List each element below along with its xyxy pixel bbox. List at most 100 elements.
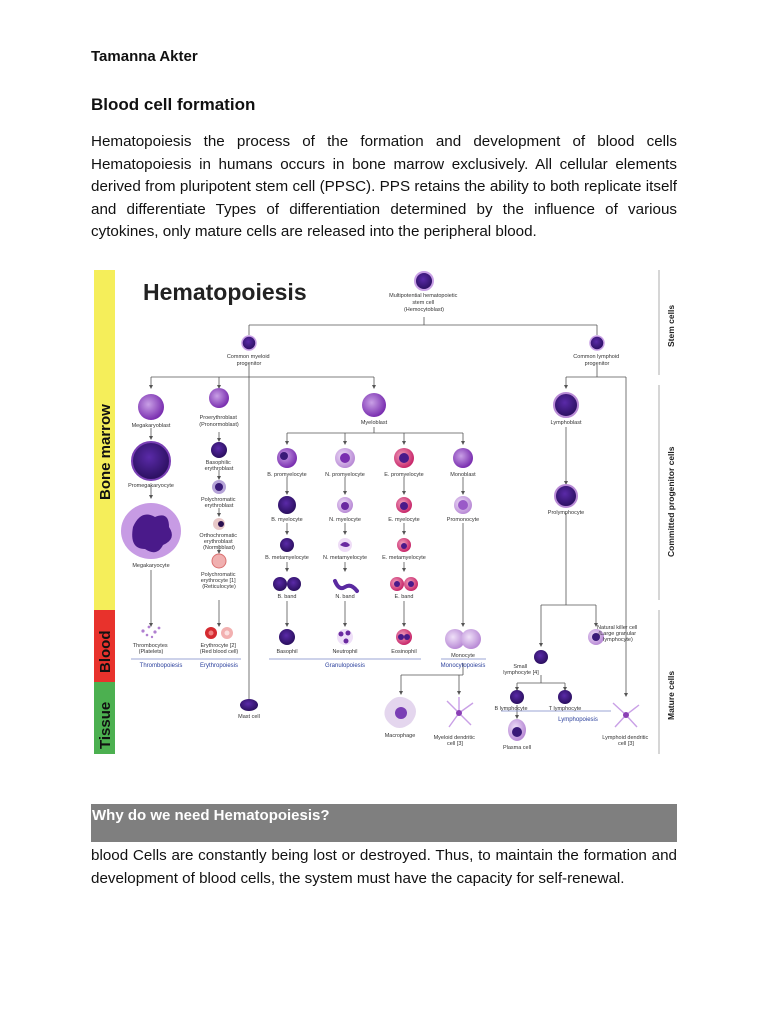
label-neutrophil: Neutrophil xyxy=(332,649,357,655)
e-myelocyte-cell: E. myelocyte xyxy=(388,497,420,523)
basophilic-erythroblast-cell: Basophilic erythroblast xyxy=(205,442,234,472)
label-lymphoblast: Lymphoblast xyxy=(551,420,582,426)
svg-text:Polychromatic erythrocyt: Polychromatic erythrocyte [1] (Reticuloc… xyxy=(201,572,237,590)
e-metamyelocyte-cell: E. metamyelocyte xyxy=(382,538,426,561)
process-labels: Thrombopoiesis Erythropoiesis Granulopoi… xyxy=(131,658,611,723)
myeloid-progenitor-label-2: progenitor xyxy=(237,361,262,367)
myeloid-progenitor-label-1: Common myeloid xyxy=(227,354,270,360)
label-thrombocytes-2: (Platelets) xyxy=(139,649,164,655)
svg-text:Thrombocytes (Platelets): Thrombocytes (Platelets) xyxy=(133,643,169,655)
label-reticulocyte-2: erythrocyte [1] xyxy=(201,578,236,584)
lymphoid-progenitor: Common lymphoid progenitor xyxy=(573,335,620,367)
label-lymphopoiesis: Lymphopoiesis xyxy=(558,717,598,723)
lymphoblast-cell: Lymphoblast xyxy=(551,392,582,426)
label-proerythroblast-2: (Pronormoblast) xyxy=(199,422,239,428)
t-lymphocyte-cell: T lymphocyte xyxy=(549,690,582,712)
promonocyte-cell: Promonocyte xyxy=(447,496,479,523)
label-e-band: E. band xyxy=(395,594,414,600)
label-lymphoid-dendritic-2: cell [3] xyxy=(618,741,634,747)
right-bands: Stem cells Committed progenitor cells Ma… xyxy=(658,270,676,754)
reticulocyte-cell: Polychromatic erythrocyte [1] (Reticuloc… xyxy=(201,553,237,590)
band-label-blood: Blood xyxy=(97,631,114,674)
diagram-title: Hematopoiesis xyxy=(143,279,307,305)
label-small-lymph-2: lymphocyte [4] xyxy=(503,670,539,676)
monoblast-cell: Monoblast xyxy=(450,448,476,478)
n-promyelocyte-cell: N. promyelocyte xyxy=(325,448,365,478)
label-monocyte: Monocyte xyxy=(451,653,475,659)
myeloid-progenitor: Common myeloid progenitor xyxy=(227,335,270,367)
b-band-cell: B. band xyxy=(273,577,301,600)
small-lymphocyte-cell: Small lymphocyte [4] xyxy=(503,650,548,676)
b-metamyelocyte-cell: B. metamyelocyte xyxy=(265,538,309,561)
mast-cell: Mast cell xyxy=(238,699,260,720)
label-basophilic-2: erythroblast xyxy=(205,466,234,472)
label-reticulocyte-3: (Reticulocyte) xyxy=(202,584,236,590)
basophil-cell: Basophil xyxy=(276,629,298,655)
myeloblast-cell: Myeloblast xyxy=(361,393,388,426)
label-nk-3: lymphocyte) xyxy=(603,637,633,643)
hematopoiesis-diagram: Bone marrow Blood Tissue Stem cells Comm… xyxy=(91,265,680,758)
nk-cell: Natural killer cell (Large granular lymp… xyxy=(588,625,639,645)
label-n-myelocyte: N. myelocyte xyxy=(329,517,361,523)
neutrophil-cell: Neutrophil xyxy=(332,629,358,655)
label-basophil: Basophil xyxy=(276,649,297,655)
n-myelocyte-cell: N. myelocyte xyxy=(329,497,361,523)
label-e-promyelocyte: E. promyelocyte xyxy=(384,472,423,478)
label-polychromatic-2: erythroblast xyxy=(205,503,234,509)
label-myeloblast: Myeloblast xyxy=(361,420,388,426)
label-t-lymphocyte: T lymphocyte xyxy=(549,706,582,712)
stem-cell: Multipotential hematopoietic stem cell (… xyxy=(389,271,459,313)
plasma-cell: Plasma cell xyxy=(503,719,531,751)
label-n-band: N. band xyxy=(335,594,354,600)
stem-label-1: Multipotential hematopoietic xyxy=(389,293,457,299)
label-nk-1: Natural killer cell xyxy=(597,625,637,631)
label-e-metamyelocyte: E. metamyelocyte xyxy=(382,555,426,561)
svg-text:Natural killer cell (Lar: Natural killer cell (Large granular lymp… xyxy=(597,625,639,643)
svg-text:Small lymphocyte [4]: Small lymphocyte [4] xyxy=(503,664,539,676)
label-promonocyte: Promonocyte xyxy=(447,517,479,523)
label-monocytopoiesis: Monocytopoiesis xyxy=(441,663,486,669)
svg-text:Lymphoid dendritic cell: Lymphoid dendritic cell [3] xyxy=(602,735,650,747)
band-label-mature: Mature cells xyxy=(666,671,676,720)
polychromatic-erythroblast-cell: Polychromatic erythroblast xyxy=(201,480,236,509)
label-proerythroblast-1: Proerythroblast xyxy=(200,415,238,421)
svg-text:Basophilic erythroblast: Basophilic erythroblast xyxy=(205,460,234,472)
label-n-metamyelocyte: N. metamyelocyte xyxy=(323,555,367,561)
proerythroblast-cell: Proerythroblast (Pronormoblast) xyxy=(199,388,239,428)
label-erythrocyte-2: (Red blood cell) xyxy=(200,649,239,655)
label-granulopoiesis: Granulopoiesis xyxy=(325,663,365,669)
b-promyelocyte-cell: B. promyelocyte xyxy=(267,448,307,478)
band-label-tissue: Tissue xyxy=(97,702,114,749)
label-megakaryocyte: Megakaryocyte xyxy=(132,563,169,569)
label-prolymphocyte: Prolymphocyte xyxy=(548,510,584,516)
label-b-metamyelocyte: B. metamyelocyte xyxy=(265,555,309,561)
label-polychromatic-1: Polychromatic xyxy=(201,497,236,503)
label-basophilic-1: Basophilic xyxy=(206,460,231,466)
section-paragraph: blood Cells are constantly being lost or… xyxy=(91,847,677,887)
monocyte-cell: Monocyte xyxy=(445,629,481,659)
lymphoid-progenitor-label-1: Common lymphoid xyxy=(573,354,619,360)
left-band-bone-marrow: Bone marrow xyxy=(94,270,115,610)
b-myelocyte-cell: B. myelocyte xyxy=(271,496,303,523)
stem-label-3: (Hemocytoblast) xyxy=(404,307,444,313)
label-reticulocyte-1: Polychromatic xyxy=(201,572,236,578)
band-label-committed: Committed progenitor cells xyxy=(666,446,676,557)
svg-text:Orthochromatic erythrobl: Orthochromatic erythroblast (Normoblast) xyxy=(199,533,238,551)
label-macrophage: Macrophage xyxy=(385,733,416,739)
lymphoid-progenitor-label-2: progenitor xyxy=(585,361,610,367)
author-name: Tamanna Akter xyxy=(91,48,198,65)
svg-text:Myeloid dendritic cell [: Myeloid dendritic cell [3] xyxy=(434,735,477,747)
label-plasma-cell: Plasma cell xyxy=(503,745,531,751)
label-erythropoiesis: Erythropoiesis xyxy=(200,663,238,669)
svg-text:Common lymphoid progenit: Common lymphoid progenitor xyxy=(573,354,620,367)
thrombocytes-cell: Thrombocytes (Platelets) xyxy=(133,625,169,655)
label-mast-cell: Mast cell xyxy=(238,714,260,720)
label-b-band: B. band xyxy=(278,594,297,600)
svg-text:Proerythroblast (Pronorm: Proerythroblast (Pronormoblast) xyxy=(199,415,239,428)
orthochromatic-erythroblast-cell: Orthochromatic erythroblast (Normoblast) xyxy=(199,518,238,551)
svg-text:Multipotential hematopoietic: Multipotential hematopoietic stem cell (… xyxy=(389,293,459,313)
myeloid-dendritic-cell: Myeloid dendritic cell [3] xyxy=(434,697,477,747)
promegakaryocyte-cell: Promegakaryocyte xyxy=(128,441,174,489)
label-b-promyelocyte: B. promyelocyte xyxy=(267,472,306,478)
megakaryoblast-cell: Megakaryoblast xyxy=(132,394,171,429)
